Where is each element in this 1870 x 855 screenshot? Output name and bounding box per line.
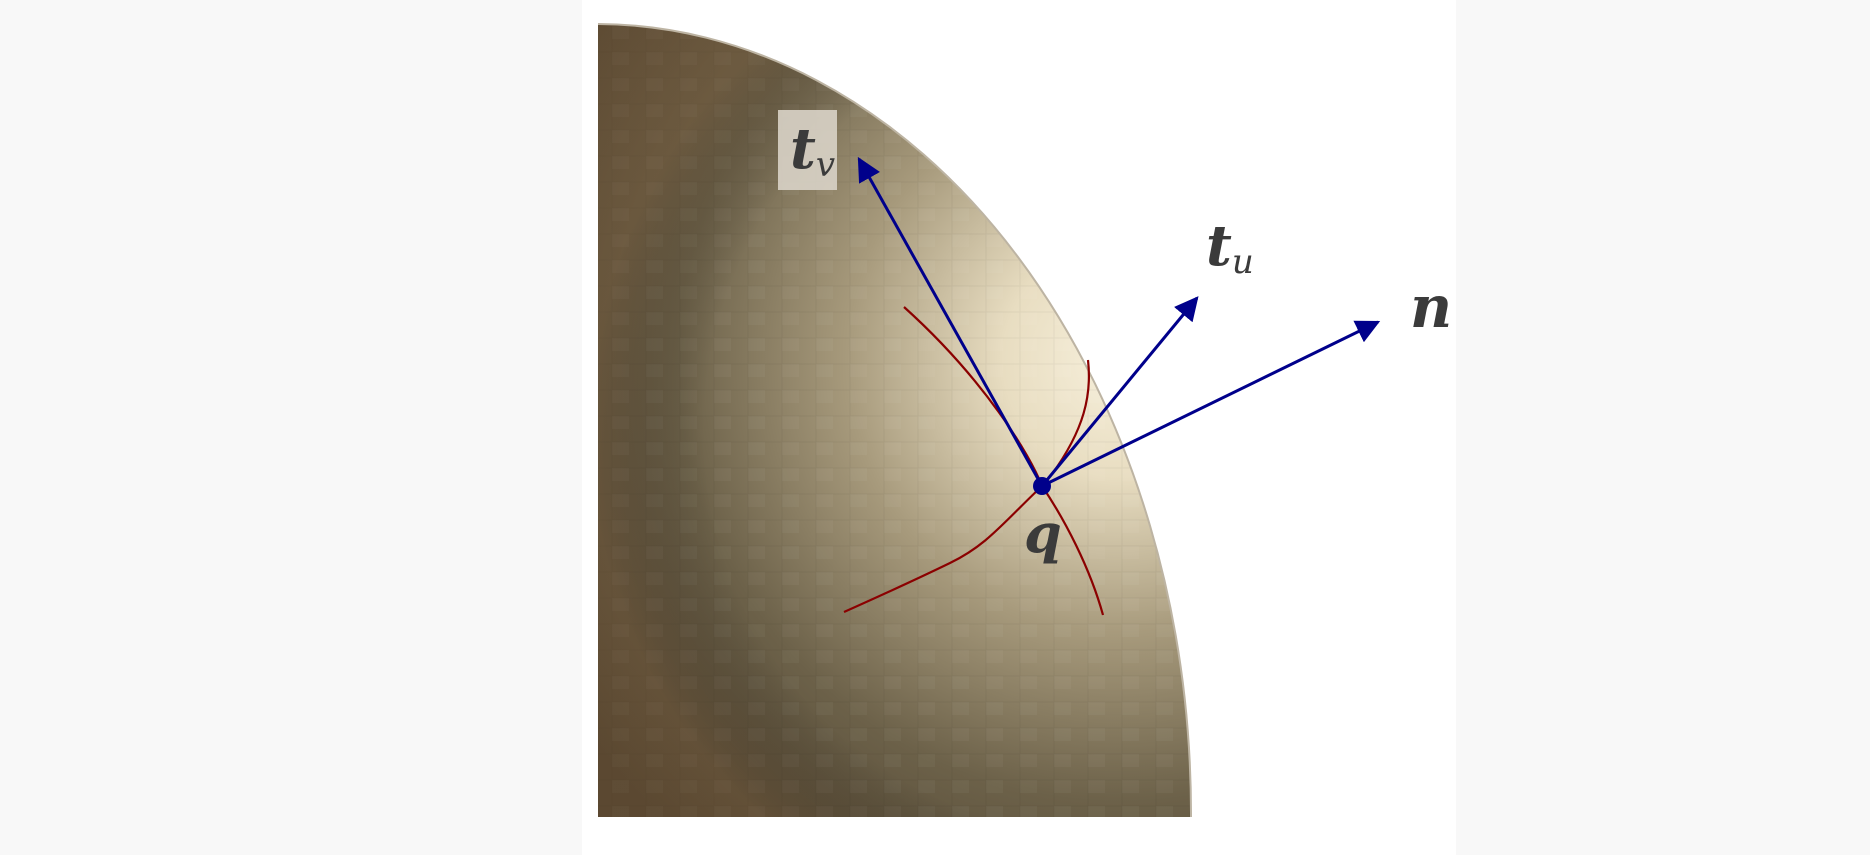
n-label: n [1410, 273, 1452, 341]
v-curve-lower [843, 485, 1043, 614]
u-curve [1051, 359, 1091, 475]
q-label: q [1024, 501, 1062, 565]
tangent-u-vector [1040, 296, 1199, 487]
labels: tv tu n q [778, 110, 1452, 565]
tangent-v-vector [857, 156, 1044, 487]
u-curve-lower [1041, 485, 1105, 616]
normal-vector [1041, 320, 1381, 488]
tv-label-box [778, 110, 837, 190]
tangent-vectors [857, 156, 1381, 495]
tu-label: tu [1206, 213, 1254, 282]
sphere-outline [597, 23, 1193, 818]
point-q-marker [1033, 477, 1051, 495]
tv-label: tv [790, 116, 835, 185]
